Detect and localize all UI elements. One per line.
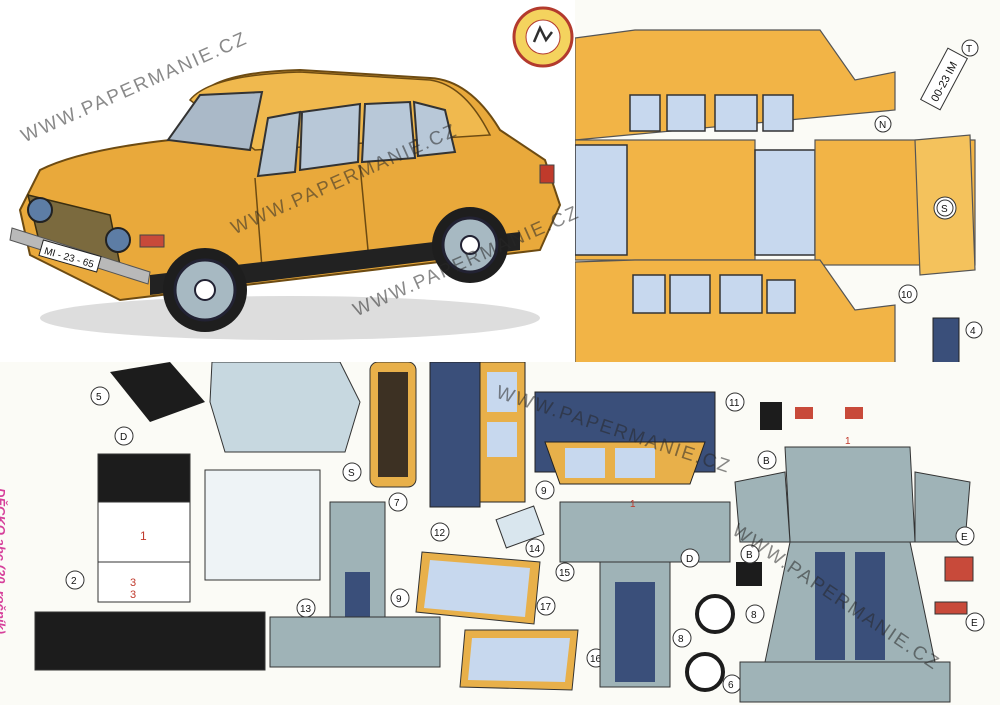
cutout-sheet-top: 00-23 IM T N S 10 4 9a 3 F	[575, 0, 1000, 380]
part-label-3b: 3	[130, 589, 136, 601]
part-label-1: 1	[140, 529, 147, 543]
cutout-sheet-bottom: 5 D 1 3 3 2 S 7 12 13 9	[0, 362, 1000, 705]
parts-cutout: 5 D 1 3 3 2 S 7 12 13 9	[34, 362, 985, 703]
part-label-4: 4	[970, 326, 976, 337]
part-label-t: T	[966, 44, 972, 55]
part-label-6: 6	[728, 680, 734, 691]
part-label-n: N	[879, 120, 886, 131]
part-label-s-bottom: S	[348, 468, 355, 479]
part-label-d2: D	[686, 554, 693, 565]
part-label-2: 2	[71, 576, 77, 587]
part-label-13: 13	[300, 604, 312, 615]
part-label-5: 5	[96, 392, 102, 403]
part-label-9: 9	[396, 594, 402, 605]
part-label-b1: B	[763, 456, 770, 467]
part-label-e2: E	[971, 618, 978, 629]
magazine-credit: DĚCKO abc (20. ročník)	[0, 488, 8, 634]
part-label-17: 17	[540, 602, 552, 613]
part-label-d: D	[120, 432, 127, 443]
part-label-14: 14	[529, 544, 541, 555]
part-label-8b: 8	[678, 634, 684, 645]
part-label-e1: E	[961, 532, 968, 543]
part-label-s: S	[941, 204, 948, 215]
model-photo: MI - 23 - 65	[0, 0, 575, 362]
publisher-logo	[512, 6, 574, 68]
part-label-10: 10	[901, 290, 913, 301]
part-label-1a: 1	[845, 436, 851, 447]
car-illustration: MI - 23 - 65	[9, 68, 562, 340]
part-label-16: 16	[590, 654, 602, 665]
part-label-11: 11	[729, 398, 740, 409]
part-label-15: 15	[559, 568, 571, 579]
part-label-3a: 3	[130, 577, 136, 589]
part-label-9b: 9	[541, 486, 547, 497]
part-label-1b: 1	[630, 499, 636, 510]
body-cutout: 00-23 IM T N S 10 4 9a 3 F	[575, 29, 983, 379]
part-label-12: 12	[434, 528, 446, 539]
part-label-8a: 8	[751, 610, 757, 621]
part-label-7: 7	[394, 498, 400, 509]
part-label-b2: B	[746, 550, 753, 561]
